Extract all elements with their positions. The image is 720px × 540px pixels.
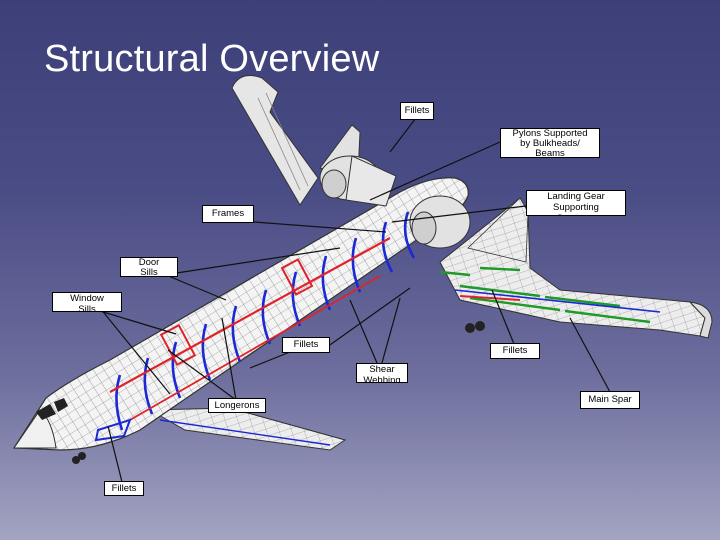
right-engine bbox=[319, 155, 397, 207]
callout-main-spar: Main Spar bbox=[580, 391, 640, 409]
vertical-tail bbox=[231, 75, 319, 206]
callout-shear-webbing: Shear Webbing bbox=[356, 363, 408, 383]
callout-door-sills: Door Sills bbox=[120, 257, 178, 277]
callout-window-sills: Window Sills bbox=[52, 292, 122, 312]
right-wing bbox=[439, 197, 706, 337]
callout-fillets-mid: Fillets bbox=[282, 337, 330, 353]
callout-pylons: Pylons Supported by Bulkheads/ Beams bbox=[500, 128, 600, 158]
callout-fillets-top: Fillets bbox=[400, 102, 434, 120]
callout-frames: Frames bbox=[202, 205, 254, 223]
landing-gear-wheels bbox=[72, 321, 485, 464]
callout-landing-gear-structure: Landing Gear Supporting Structure bbox=[526, 190, 626, 216]
slide-title: Structural Overview bbox=[44, 38, 380, 80]
left-engine bbox=[409, 195, 471, 249]
callout-fillets-bottom: Fillets bbox=[104, 481, 144, 496]
callout-longerons: Longerons bbox=[208, 398, 266, 413]
left-wing bbox=[148, 407, 347, 451]
callout-fillets-right: Fillets bbox=[490, 343, 540, 359]
